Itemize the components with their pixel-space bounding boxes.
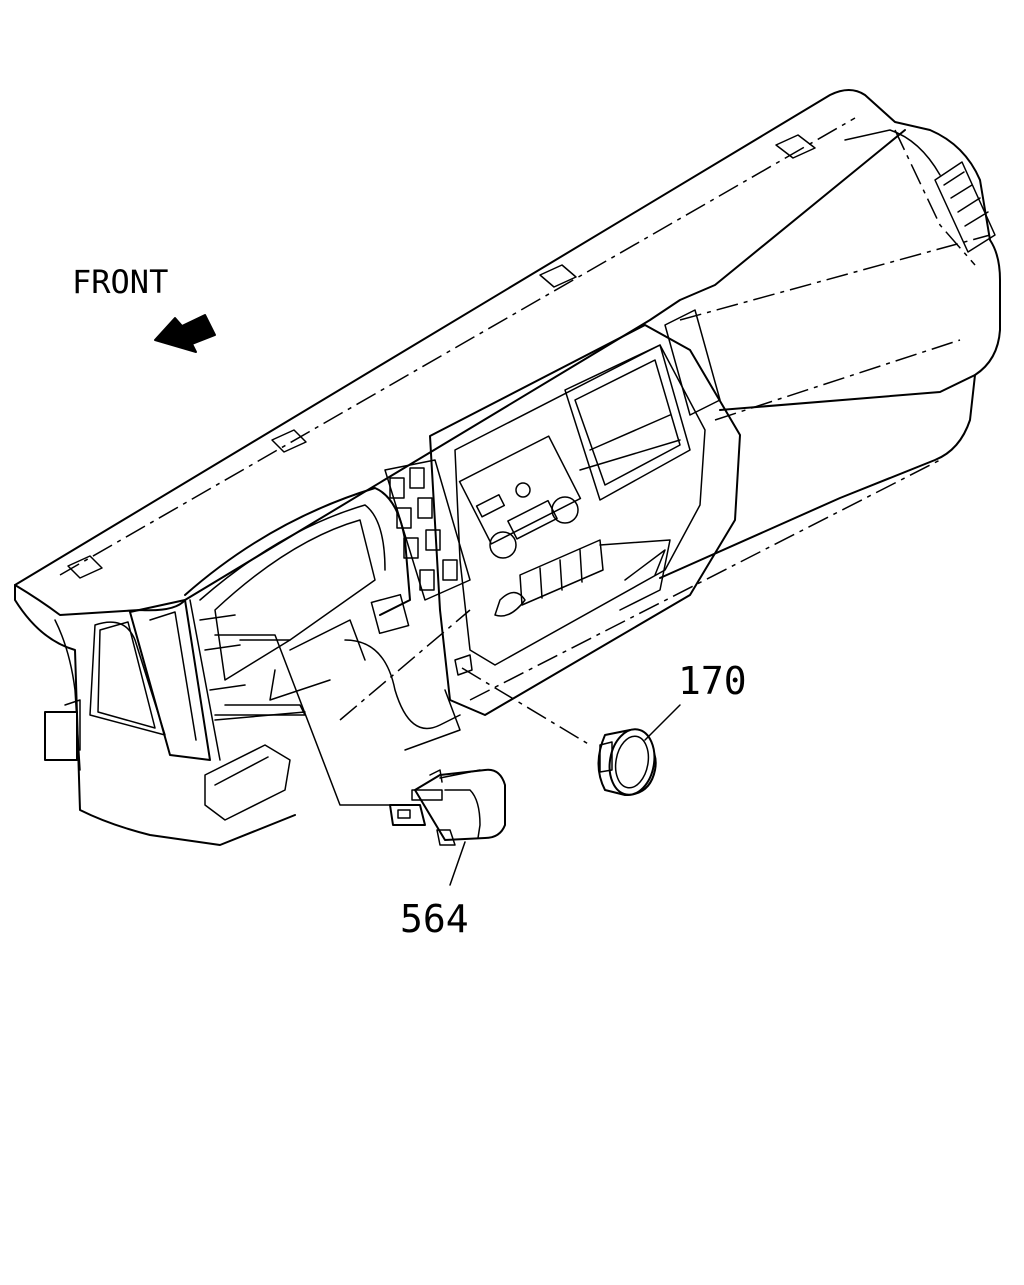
side-vent-right	[934, 161, 996, 253]
dashboard-assembly	[14, 89, 1001, 846]
switch-bank-left	[384, 459, 471, 601]
switch-6	[425, 529, 441, 551]
install-line-170	[461, 667, 591, 746]
cluster-opening	[214, 519, 376, 681]
side-vent-left	[89, 621, 166, 736]
defrost-vent-1	[67, 555, 103, 579]
knob-small	[515, 482, 531, 498]
switch-2	[409, 467, 425, 489]
part-170-plug[interactable]	[597, 726, 660, 799]
callout-170: 170	[678, 659, 747, 703]
callout-leader-170	[644, 704, 681, 741]
center-stack-bezel	[429, 324, 741, 716]
display-screen	[564, 344, 691, 501]
switch-7	[419, 569, 435, 591]
defrost-vent-4	[775, 134, 816, 159]
switch-8	[442, 559, 458, 581]
dashboard-lower-centerline	[714, 339, 961, 421]
dashboard-front-edge	[14, 129, 906, 616]
callout-564: 564	[400, 897, 469, 941]
radio-head-unit	[458, 435, 582, 545]
harness-leader-564	[214, 634, 391, 806]
defrost-vent-2	[271, 429, 307, 453]
steering-column-cutout	[344, 639, 461, 730]
switch-3	[396, 507, 412, 529]
side-connector	[44, 711, 78, 761]
hvac-switch-panel	[519, 539, 604, 606]
instrument-cluster-hood	[184, 487, 411, 616]
switch-1	[389, 477, 405, 499]
dashboard-top-edge	[14, 89, 1001, 586]
defrost-vent-3	[539, 264, 577, 288]
dashboard-rear-centerline	[894, 129, 976, 266]
arrow-front-icon	[154, 314, 216, 353]
switch-4	[417, 497, 433, 519]
part-564-switch[interactable]	[389, 768, 506, 846]
cluster-switch	[370, 593, 410, 635]
callout-leader-564	[449, 841, 466, 886]
lower-storage-pocket	[204, 744, 291, 821]
front-label: FRONT	[72, 263, 168, 301]
knob-left	[489, 531, 517, 559]
dashboard-top-centerline	[59, 117, 856, 576]
switch-5	[403, 537, 419, 559]
